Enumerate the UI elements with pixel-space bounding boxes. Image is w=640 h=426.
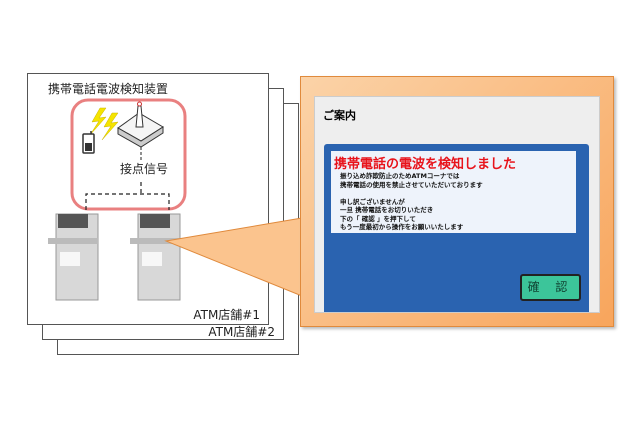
device-title: 携帯電話電波検知装置 — [48, 82, 169, 96]
mobile-phone-icon — [82, 131, 95, 154]
message-panel: 携帯電話の電波を検知しました 振り込め詐欺防止のためATMコーナでは 携帯電話の… — [324, 144, 589, 312]
detector-frame — [70, 98, 187, 211]
store-label-2: ATM店舗#2 — [208, 325, 275, 339]
atm-screen-callout: ご案内 携帯電話の電波を検知しました 振り込め詐欺防止のためATMコーナでは 携… — [300, 76, 614, 327]
signal-lightning-icon — [89, 107, 119, 141]
store-label-1: ATM店舗#1 — [193, 308, 260, 322]
screen-header: ご案内 — [323, 109, 356, 122]
contact-signal-label: 接点信号 — [120, 162, 169, 176]
atm-machine-icon-1 — [48, 213, 99, 301]
message-line: 振り込め詐欺防止のためATMコーナでは — [340, 172, 460, 180]
callout-pointer — [164, 217, 303, 297]
message-line: 携帯電話の使用を禁止させていただいております — [340, 180, 483, 189]
message-line: 一旦 携帯電話をお切りいただき — [340, 206, 434, 214]
detector-device-icon — [117, 101, 164, 148]
atm-machine-icon-2 — [130, 213, 181, 301]
message-box: 携帯電話の電波を検知しました 振り込め詐欺防止のためATMコーナでは 携帯電話の… — [331, 151, 576, 233]
message-line — [331, 189, 576, 198]
message-line: もう一度最初から操作をお願いいたします — [340, 223, 464, 231]
message-line: 申し訳ございませんが — [340, 197, 405, 206]
atm-screen: ご案内 携帯電話の電波を検知しました 振り込め詐欺防止のためATMコーナでは 携… — [314, 96, 600, 313]
message-line: 下の「 確認 」を押下して — [340, 214, 416, 223]
confirm-button[interactable]: 確 認 — [520, 274, 581, 301]
alert-title: 携帯電話の電波を検知しました — [334, 157, 517, 172]
